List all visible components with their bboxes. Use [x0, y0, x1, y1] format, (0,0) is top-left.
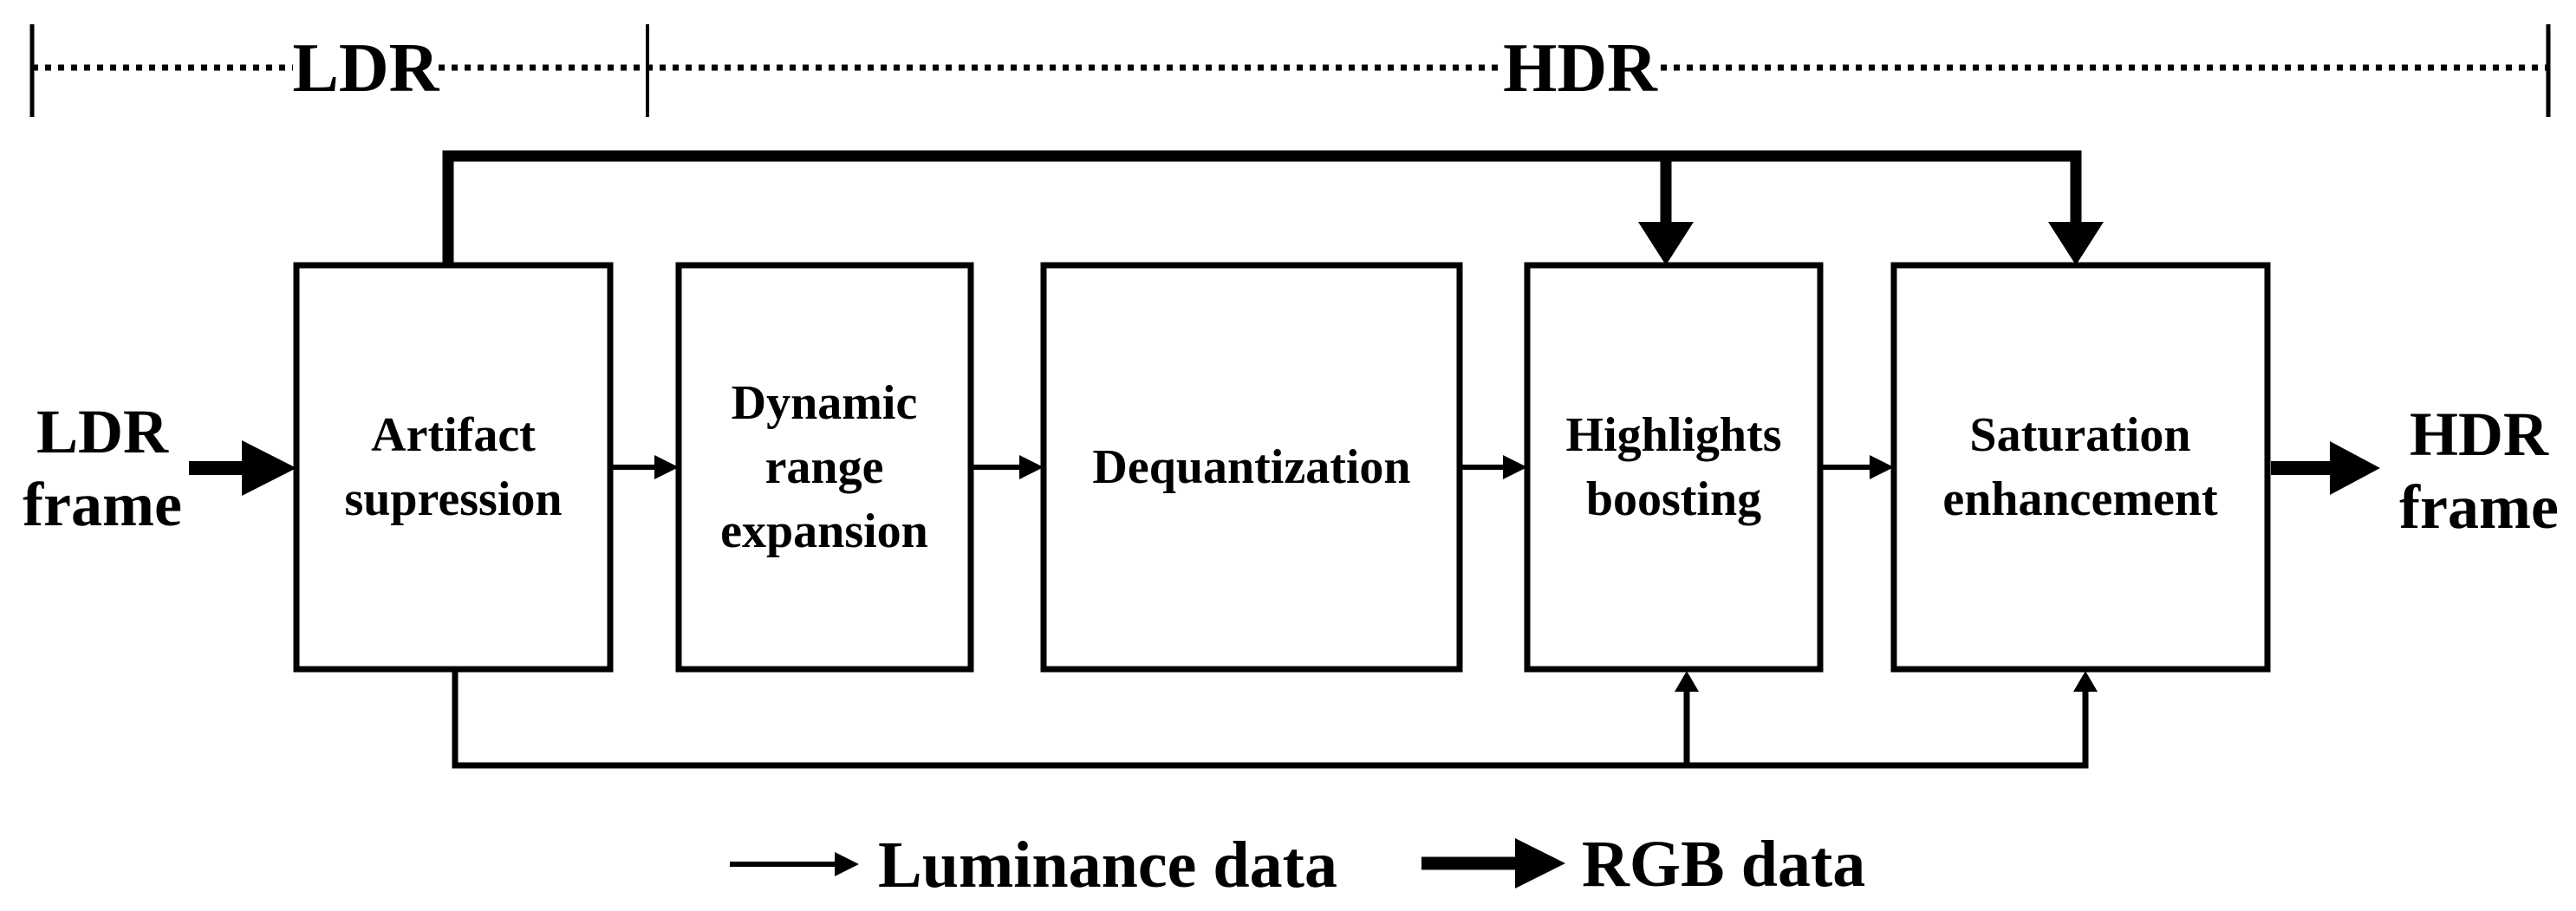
box-label: Highlights: [1566, 408, 1782, 462]
ldr-input-arrowhead: [242, 440, 296, 496]
flow-arrowhead: [1019, 455, 1044, 479]
hdr-frame-label: frame: [2399, 472, 2559, 542]
ldr-region-label: LDR: [293, 30, 440, 107]
flow-arrows: [610, 455, 1894, 479]
rgb-bus-line: [442, 150, 2082, 269]
box-highlights-boosting: [1524, 262, 1824, 673]
box-label: range: [765, 440, 884, 494]
flow-arrowhead: [654, 455, 679, 479]
flow-arrowhead: [1503, 455, 1527, 479]
region-rule: LDR HDR: [29, 24, 2551, 117]
box-dequantization: [1040, 262, 1463, 673]
hdr-frame-label: HDR: [2410, 400, 2549, 469]
legend-luminance-arrowhead: [835, 852, 859, 876]
hdr-region-label: HDR: [1503, 30, 1658, 107]
box-label: boosting: [1586, 472, 1761, 526]
box-label: Dynamic: [732, 376, 918, 430]
box-saturation-enhancement: [1890, 262, 2271, 673]
box-label: enhancement: [1942, 472, 2218, 526]
hdr-output-arrowhead: [2330, 441, 2380, 495]
rgb-arrowhead-into-saturation: [2048, 222, 2104, 265]
flow-arrowhead: [1870, 455, 1894, 479]
rgb-arrowhead-into-highlights: [1638, 222, 1694, 265]
legend: Luminance data RGB data: [730, 828, 1865, 901]
box-label: Dequantization: [1092, 440, 1410, 494]
box-label: supression: [344, 472, 562, 526]
process-boxes: Artifact supression Dynamic range expans…: [293, 262, 2271, 673]
input-output: LDR frame HDR frame: [23, 397, 2559, 542]
luminance-arrowhead-into-highlights: [1675, 671, 1699, 692]
box-artifact-suppression: [293, 262, 614, 673]
rgb-data-bus: [442, 150, 2104, 269]
luminance-data-path: [452, 671, 2098, 769]
box-label: Artifact: [371, 408, 536, 462]
legend-rgb-arrowhead: [1515, 838, 1565, 888]
ldr-frame-label: LDR: [36, 397, 169, 466]
luminance-arrowhead-into-saturation: [2073, 671, 2098, 692]
ldr-frame-label: frame: [23, 470, 182, 539]
box-label: Saturation: [1969, 408, 2190, 462]
luminance-line: [452, 671, 2089, 769]
legend-luminance-label: Luminance data: [878, 829, 1337, 901]
legend-rgb-label: RGB data: [1582, 828, 1865, 901]
box-label: expansion: [720, 504, 928, 558]
